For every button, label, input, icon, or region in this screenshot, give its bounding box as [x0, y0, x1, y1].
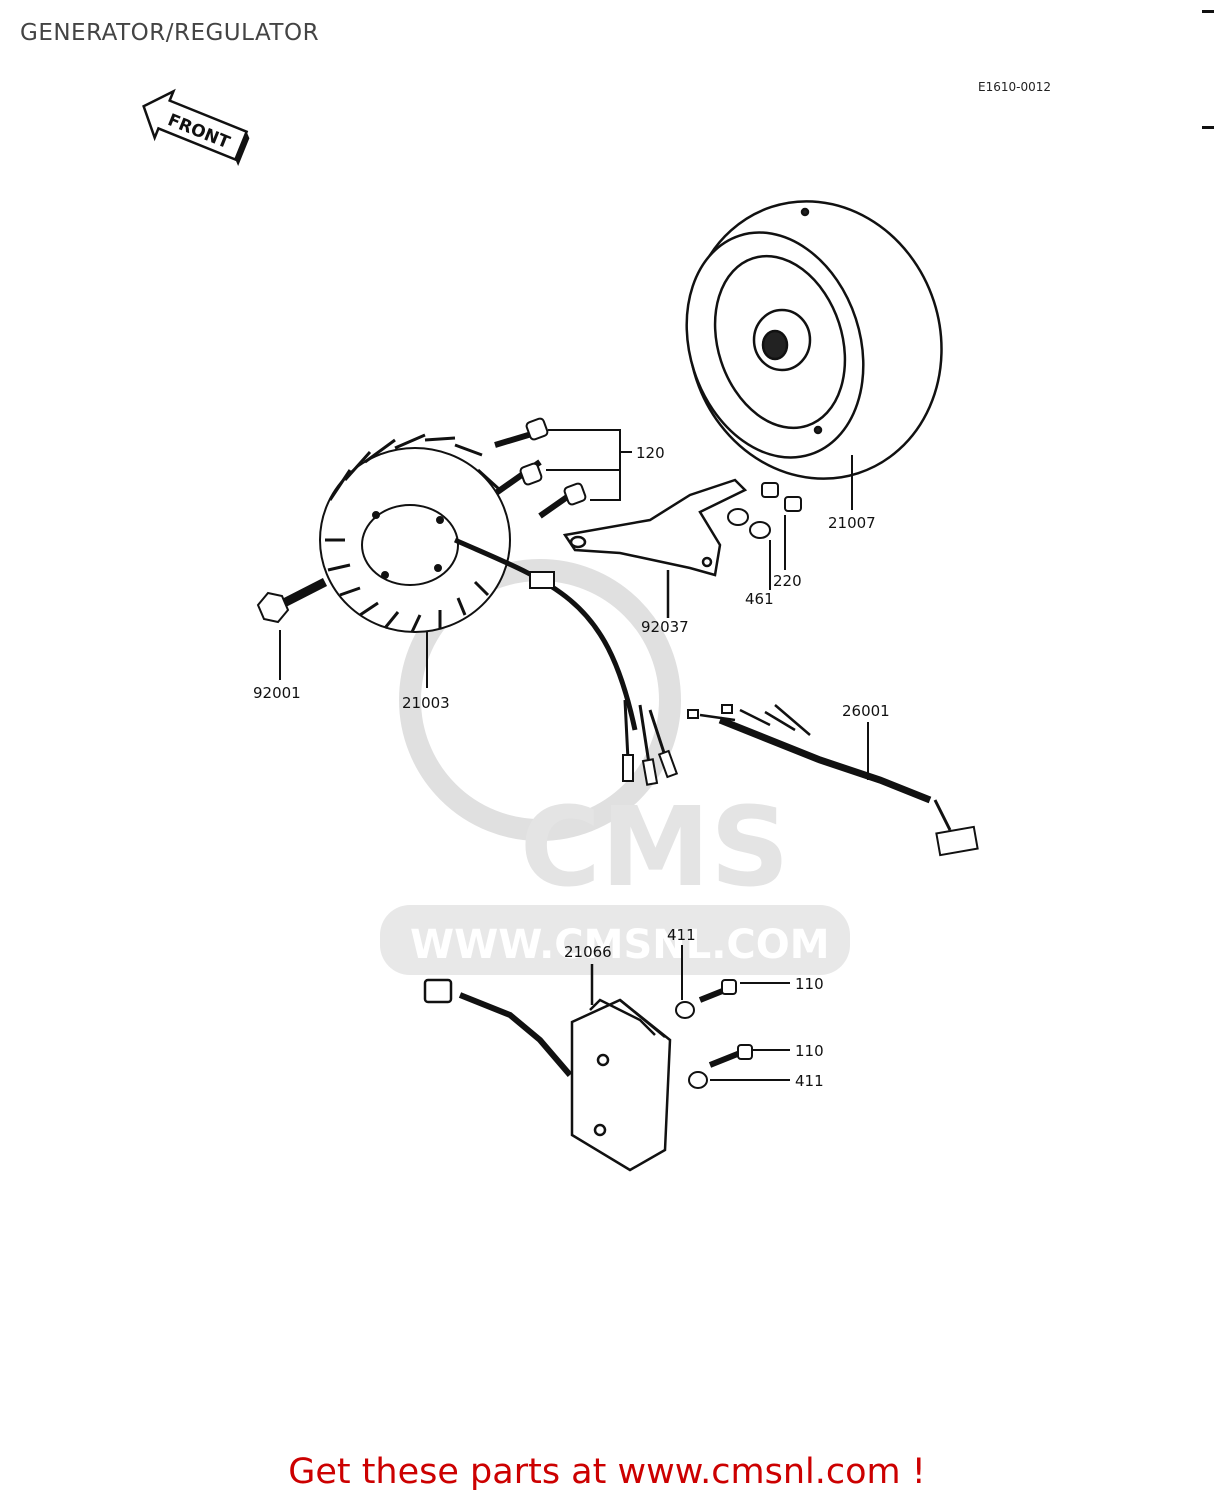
callout-220: 220 — [773, 572, 802, 590]
callout-92001: 92001 — [253, 684, 301, 702]
callout-461: 461 — [745, 590, 774, 608]
footer-cta-link[interactable]: Get these parts at www.cmsnl.com ! — [288, 1452, 926, 1492]
edge-mark-bottom — [1202, 126, 1214, 129]
flywheel — [685, 200, 943, 480]
callout-92037: 92037 — [641, 618, 689, 636]
wire-harness — [687, 704, 979, 857]
callout-411-bottom: 411 — [795, 1072, 824, 1090]
callout-21066: 21066 — [564, 943, 612, 961]
callout-21003: 21003 — [402, 694, 450, 712]
washers-and-bolts — [727, 482, 802, 590]
callout-120: 120 — [636, 444, 665, 462]
stator — [319, 433, 679, 786]
callout-21007: 21007 — [828, 514, 876, 532]
bolts-120 — [494, 417, 632, 519]
callout-110-top: 110 — [795, 975, 824, 993]
regulator-fasteners — [675, 945, 790, 1089]
regulator-rectifier — [423, 964, 672, 1172]
callout-110-bottom: 110 — [795, 1042, 824, 1060]
diagram-ref-code: E1610-0012 — [978, 80, 1051, 94]
edge-mark-top — [1202, 10, 1214, 13]
front-direction-arrow: FRONT — [142, 88, 250, 167]
page-title: GENERATOR/REGULATOR — [20, 20, 320, 46]
bracket — [562, 478, 748, 618]
watermark-brand: CMS — [520, 783, 789, 911]
bolt-92001 — [256, 577, 328, 680]
callout-26001: 26001 — [842, 702, 890, 720]
cms-watermark: CMS WWW.CMSNL.COM — [380, 559, 850, 975]
callout-411-top: 411 — [667, 926, 696, 944]
watermark-url: WWW.CMSNL.COM — [410, 922, 830, 968]
footer-cta: Get these parts at www.cmsnl.com ! — [0, 1452, 1214, 1492]
